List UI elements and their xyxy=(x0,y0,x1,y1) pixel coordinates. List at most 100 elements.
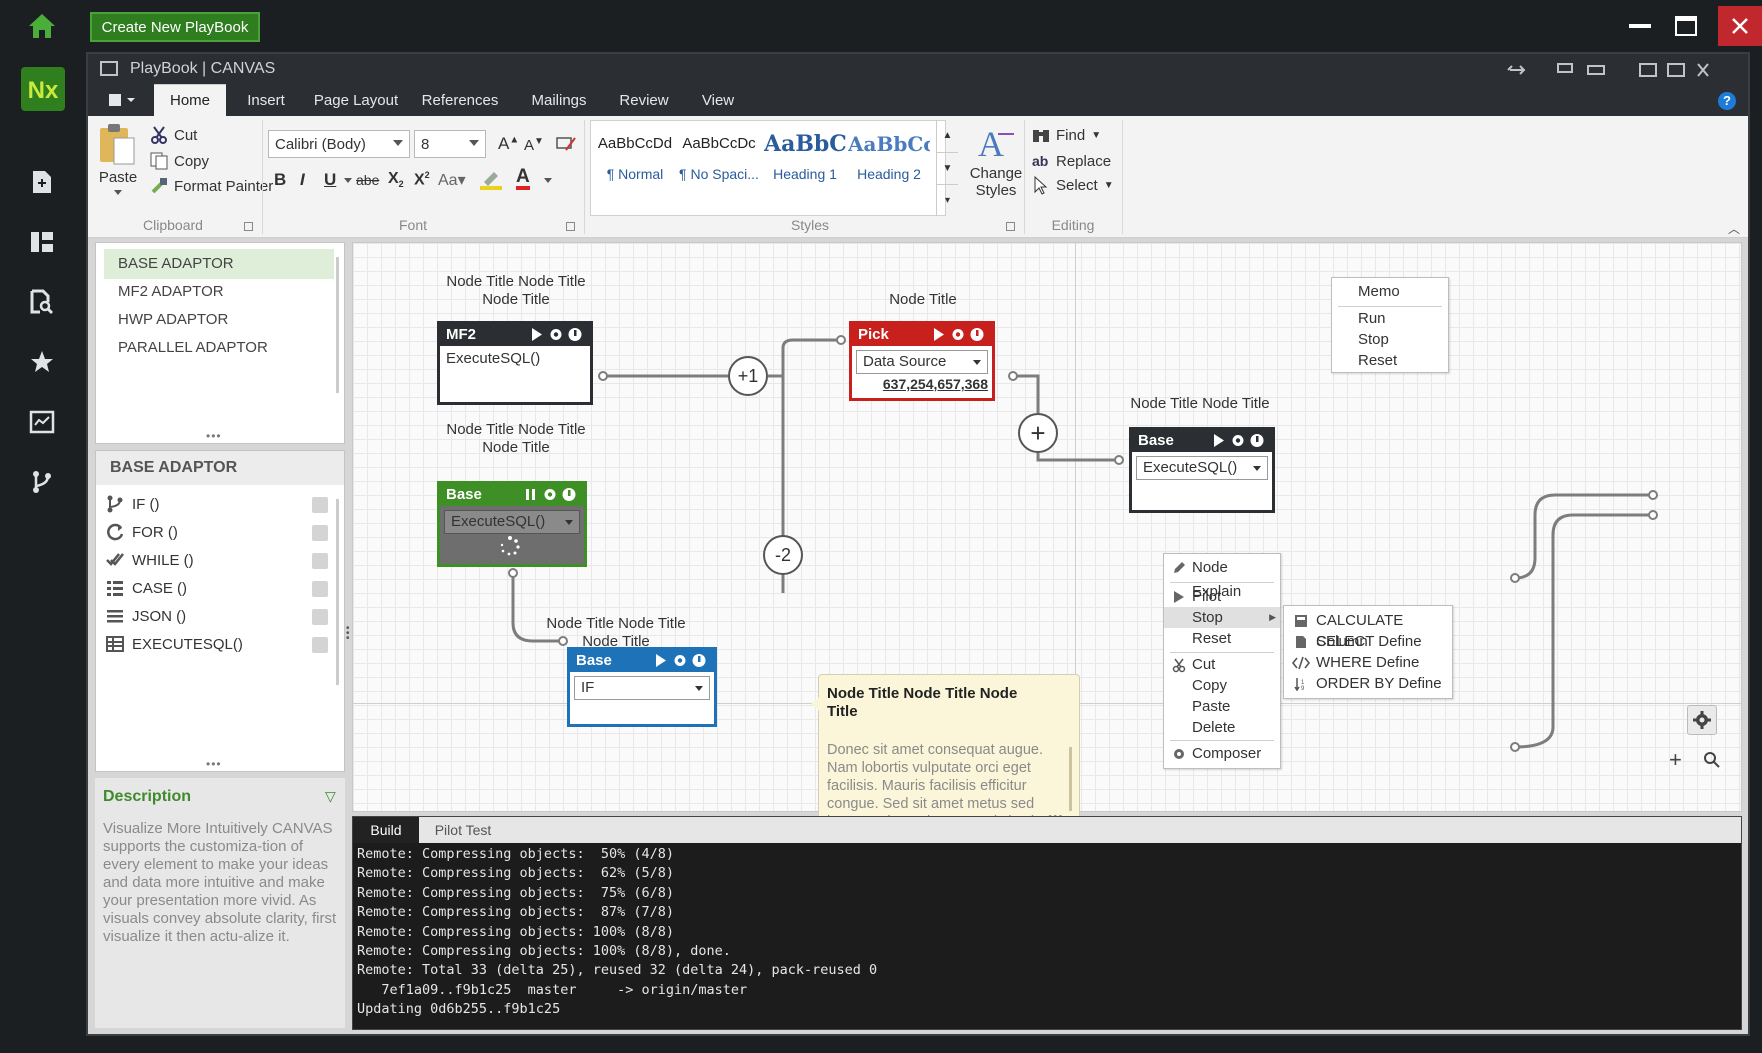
node-mf2[interactable]: MF2 ExecuteSQL() xyxy=(437,321,593,405)
tab-mailings[interactable]: Mailings xyxy=(531,91,587,109)
superscript-icon[interactable]: X2 xyxy=(414,170,430,189)
menu-item-composer[interactable]: Composer xyxy=(1164,743,1280,765)
add-command-icon[interactable] xyxy=(312,609,328,625)
menu-item-paste[interactable]: Paste xyxy=(1192,698,1231,715)
hierarchy-icon[interactable] xyxy=(22,222,62,262)
menu-item-reset[interactable]: Reset xyxy=(1358,352,1398,369)
create-playbook-button[interactable]: Create New PlayBook xyxy=(90,12,260,42)
command-item-json[interactable]: JSON () xyxy=(106,601,328,631)
styles-scroll[interactable]: ▲ ▼ ▾ xyxy=(936,120,958,216)
add-command-icon[interactable] xyxy=(312,637,328,653)
strikethrough-icon[interactable]: abe xyxy=(356,172,380,188)
resize-handle[interactable]: ••• xyxy=(206,757,222,771)
find-button[interactable]: Find▼ xyxy=(1032,126,1101,144)
subscript-icon[interactable]: X2 xyxy=(388,170,404,190)
adaptor-item[interactable]: PARALLEL ADAPTOR xyxy=(118,339,268,356)
style-no-spacing[interactable]: AaBbCcDc ¶ No Spaci... xyxy=(678,122,760,212)
node-controls[interactable] xyxy=(530,327,586,342)
new-document-icon[interactable] xyxy=(22,162,62,202)
data-source-select[interactable]: Data Source xyxy=(856,350,988,374)
shrink-font-icon[interactable]: A▼ xyxy=(524,136,544,154)
chevron-down-icon[interactable]: ▽ xyxy=(325,788,336,804)
replace-button[interactable]: ab Replace xyxy=(1032,152,1111,170)
command-item-case[interactable]: CASE () xyxy=(106,573,328,603)
minimize-icon[interactable] xyxy=(1618,6,1662,46)
help-icon[interactable]: ? xyxy=(1718,92,1736,110)
adaptor-item[interactable]: BASE ADAPTOR xyxy=(104,249,334,279)
grow-font-icon[interactable]: A▲ xyxy=(498,134,520,153)
monitor-icon[interactable] xyxy=(22,402,62,442)
styles-launcher-icon[interactable] xyxy=(1006,222,1015,231)
add-connection-button[interactable]: + xyxy=(1018,413,1058,453)
command-item-executesql[interactable]: EXECUTESQL() xyxy=(106,629,328,659)
menu-item-cut[interactable]: Cut xyxy=(1164,654,1280,675)
node-method-select[interactable]: IF xyxy=(574,676,710,700)
menu-item-stop[interactable]: Stop xyxy=(1358,331,1389,348)
connector-badge-minus2[interactable]: -2 xyxy=(763,535,803,575)
title-toolbar-icons[interactable] xyxy=(1507,62,1709,78)
underline-dropdown-icon[interactable] xyxy=(344,178,352,183)
file-menu-icon[interactable] xyxy=(100,84,144,116)
node-method-select[interactable]: ExecuteSQL() xyxy=(444,510,580,534)
menu-item-reset[interactable]: Reset xyxy=(1192,630,1232,647)
splitter-handle[interactable]: ••• xyxy=(346,623,350,644)
change-styles-button[interactable]: A Change Styles xyxy=(966,122,1026,199)
font-launcher-icon[interactable] xyxy=(566,222,575,231)
highlight-icon[interactable] xyxy=(480,168,502,193)
menu-item-delete[interactable]: Delete xyxy=(1192,719,1236,736)
close-icon[interactable] xyxy=(1718,6,1762,46)
node-base-blue[interactable]: Base IF xyxy=(567,647,717,727)
style-heading-2[interactable]: AaBbCc Heading 2 xyxy=(848,122,930,212)
command-item-if[interactable]: IF () xyxy=(106,489,328,519)
connector-badge-plus1[interactable]: +1 xyxy=(728,356,768,396)
menu-item-node-explain[interactable]: Node Explain xyxy=(1164,556,1280,600)
maximize-icon[interactable] xyxy=(1664,6,1708,46)
scrollbar[interactable] xyxy=(336,257,339,393)
format-painter-button[interactable]: Format Painter xyxy=(150,177,273,195)
search-icon[interactable] xyxy=(1703,751,1721,772)
command-item-for[interactable]: FOR () xyxy=(106,517,328,547)
paste-button[interactable]: Paste xyxy=(96,122,140,196)
zoom-in-icon[interactable]: + xyxy=(1669,747,1682,772)
bold-icon[interactable]: B xyxy=(274,170,287,189)
tab-build[interactable]: Build xyxy=(353,817,419,843)
adaptor-item[interactable]: HWP ADAPTOR xyxy=(118,311,229,328)
branch-icon[interactable] xyxy=(22,462,62,502)
adaptor-item[interactable]: MF2 ADAPTOR xyxy=(118,283,224,300)
font-color-icon[interactable]: A xyxy=(516,167,530,190)
select-button[interactable]: Select▼ xyxy=(1032,175,1114,195)
tab-view[interactable]: View xyxy=(701,91,735,109)
search-document-icon[interactable] xyxy=(22,282,62,322)
paste-dropdown-icon[interactable] xyxy=(114,190,122,195)
font-size-select[interactable]: 8 xyxy=(414,130,486,158)
node-controls[interactable] xyxy=(524,487,580,502)
home-icon[interactable] xyxy=(22,6,62,46)
node-controls[interactable] xyxy=(932,327,988,342)
canvas-settings-button[interactable] xyxy=(1687,705,1717,735)
font-family-select[interactable]: Calibri (Body) xyxy=(268,130,410,158)
tab-home[interactable]: Home xyxy=(154,84,226,116)
cut-button[interactable]: Cut xyxy=(150,126,197,144)
style-heading-1[interactable]: AaBbCc Heading 1 xyxy=(764,122,846,212)
italic-icon[interactable]: I xyxy=(300,170,305,189)
submenu-item-calculate-column[interactable]: CALCULATE Column xyxy=(1284,610,1452,650)
underline-icon[interactable]: U xyxy=(324,170,337,189)
menu-item-stop[interactable]: Stop ▶ xyxy=(1164,607,1280,628)
add-command-icon[interactable] xyxy=(312,497,328,513)
submenu-item-where-define[interactable]: WHERE Define xyxy=(1284,652,1452,673)
menu-item-pilot[interactable]: Pilot xyxy=(1164,586,1280,607)
change-case-icon[interactable]: Aa▾ xyxy=(438,172,466,189)
font-color-dropdown-icon[interactable] xyxy=(544,178,552,183)
style-normal[interactable]: AaBbCcDd ¶ Normal xyxy=(594,122,676,212)
tab-review[interactable]: Review xyxy=(619,91,669,109)
node-base-green[interactable]: Base ExecuteSQL() xyxy=(437,481,587,567)
copy-button[interactable]: Copy xyxy=(150,152,209,170)
add-command-icon[interactable] xyxy=(312,581,328,597)
menu-item-memo[interactable]: Memo xyxy=(1358,283,1400,300)
tab-page-layout[interactable]: Page Layout xyxy=(313,91,399,109)
add-command-icon[interactable] xyxy=(312,525,328,541)
star-icon[interactable] xyxy=(22,342,62,382)
node-base-right[interactable]: Base ExecuteSQL() xyxy=(1129,427,1275,513)
tab-insert[interactable]: Insert xyxy=(247,91,285,109)
